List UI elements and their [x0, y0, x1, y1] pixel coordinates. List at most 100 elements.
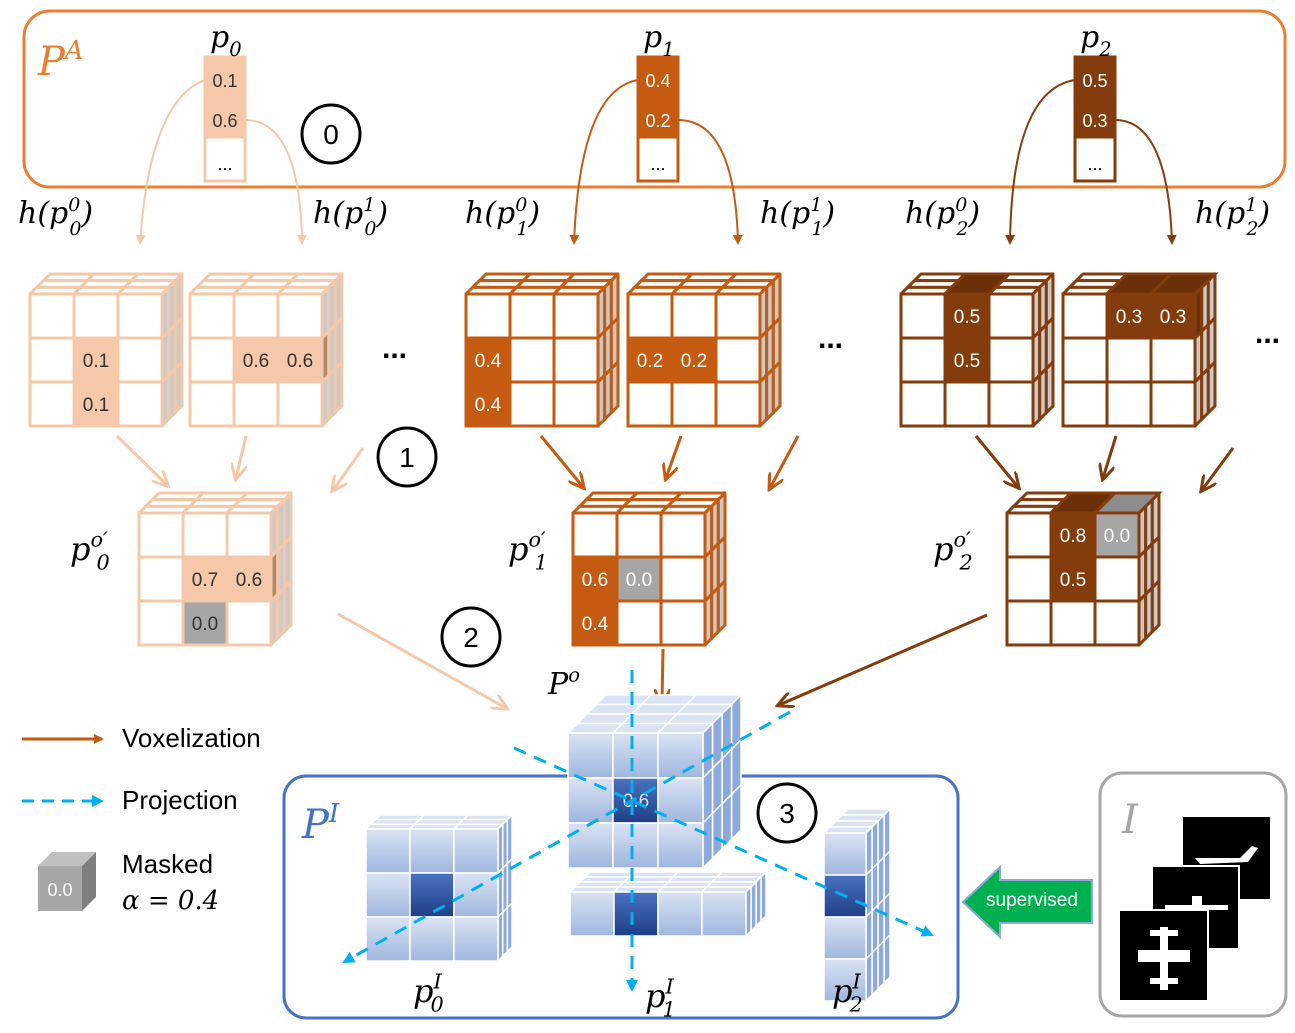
voxel-cell	[567, 822, 614, 869]
step-number-1: 1	[399, 442, 415, 473]
cube-front-cell	[571, 511, 619, 559]
cube-front-cell	[943, 380, 991, 428]
voxel-occupied	[409, 872, 455, 918]
voxel-side	[871, 903, 879, 955]
cube-front-cell	[1049, 599, 1097, 647]
cube-front-cell	[552, 380, 600, 428]
cube-front-cell	[1105, 380, 1153, 428]
voxel-cell	[453, 916, 499, 962]
cube-p0-h0-value-0: 0.1	[83, 351, 109, 372]
cube-front-cell	[116, 336, 164, 384]
cube-front-cell	[1005, 599, 1053, 647]
step-number-2: 2	[463, 622, 479, 653]
cube-p0-merged-value-1: 0.6	[236, 570, 262, 591]
cube-front-cell	[508, 336, 556, 384]
cube-front-cell	[181, 599, 229, 647]
voxel-side	[883, 849, 891, 901]
voxel-cell	[657, 732, 704, 779]
cube-side-cell	[1206, 360, 1217, 415]
voxel-side	[871, 945, 879, 997]
cube-front-cell	[137, 555, 185, 603]
voxel-occupied	[612, 777, 659, 824]
cube-front-cell	[626, 380, 674, 428]
cube-front-cell	[72, 380, 120, 428]
voxel-cell	[823, 916, 867, 960]
voxel-cell	[657, 891, 703, 937]
cube-p2-h1-value-0: 0.3	[1116, 307, 1142, 328]
ellipsis-2: ...	[1255, 317, 1280, 350]
cube-front-cell	[1061, 336, 1109, 384]
cube-front-cell	[137, 511, 185, 559]
voxel-side	[865, 909, 873, 961]
cube-side-cell	[609, 360, 620, 415]
voxel-top	[822, 826, 874, 834]
cube-p2-merged-value-0: 0.8	[1060, 526, 1086, 547]
vector-label-2: p2	[1080, 20, 1112, 61]
step-number-0: 0	[323, 119, 339, 150]
cube-front-cell	[1149, 380, 1197, 428]
cube-front-cell	[670, 380, 718, 428]
cube-front-cell	[1093, 555, 1141, 603]
legend: Voxelization Projection 0.0 Masked α = 0…	[22, 723, 261, 916]
arrows-layer	[115, 79, 1235, 708]
po-label: Po	[547, 663, 580, 702]
supervised-label: supervised	[986, 890, 1078, 911]
cube-p2-merged	[1005, 491, 1163, 647]
voxel-side	[883, 933, 891, 985]
cube-front-cell	[188, 292, 236, 340]
voxel-cell	[409, 916, 455, 962]
arrow-p0-h0	[135, 79, 206, 245]
cube-p2-h1	[1061, 272, 1219, 428]
cube-front-cell	[137, 599, 185, 647]
cube-p0-merged-value-0: 0.7	[192, 570, 218, 591]
voxel-side	[865, 825, 873, 877]
cube-p1-merged	[571, 491, 727, 647]
merge-arrow-p1-b	[666, 435, 683, 478]
silhouette-images	[1118, 817, 1270, 1002]
cube-front-cell	[714, 292, 762, 340]
voxel-cell	[365, 916, 411, 962]
cube-front-cell	[464, 380, 512, 428]
voxel-side	[877, 813, 885, 865]
cube-front-cell	[232, 292, 280, 340]
merge-arrow-p0-c	[333, 447, 365, 490]
voxel-side	[865, 951, 873, 1003]
voxel-cell	[612, 732, 659, 779]
cube-front-cell	[899, 380, 947, 428]
cube-side-cell	[1150, 579, 1161, 634]
vector-0-ellipsis: ...	[217, 154, 232, 174]
voxel-cell	[567, 777, 614, 824]
image-frame	[1098, 771, 1288, 1018]
cube-p1-h1-value-0: 0.2	[637, 351, 663, 372]
cube-side-filled	[1193, 283, 1204, 342]
cube-front-cell	[232, 336, 280, 384]
cube-front-cell	[1093, 599, 1141, 647]
pi-label: PI	[301, 799, 340, 848]
cube-side-cell	[771, 360, 782, 415]
voxel-side	[711, 802, 723, 861]
voxel-top	[834, 814, 886, 822]
arrow-p1-h1	[677, 119, 743, 245]
voxel-side	[730, 783, 742, 842]
cube-side-cell	[333, 360, 344, 415]
final-arrow-p2	[779, 613, 988, 705]
cube-p2-h0	[899, 272, 1055, 428]
final-arrow-p1	[662, 648, 663, 703]
step-circle-3	[756, 782, 818, 844]
merge-arrow-p0-a	[115, 434, 167, 485]
cube-side-filled	[269, 546, 280, 605]
cube-p2-h0-value-0: 0.5	[954, 307, 980, 328]
cube-top-filled	[941, 272, 1013, 296]
cube-front-cell	[1105, 336, 1153, 384]
cube-front-cell	[659, 511, 707, 559]
cube-front-cell	[464, 336, 512, 384]
cube-front-cell	[552, 336, 600, 384]
cube-front-cell	[615, 599, 663, 647]
cube-front-cell	[116, 292, 164, 340]
cube-front-cell	[72, 292, 120, 340]
cube-p1-h0	[464, 272, 620, 428]
